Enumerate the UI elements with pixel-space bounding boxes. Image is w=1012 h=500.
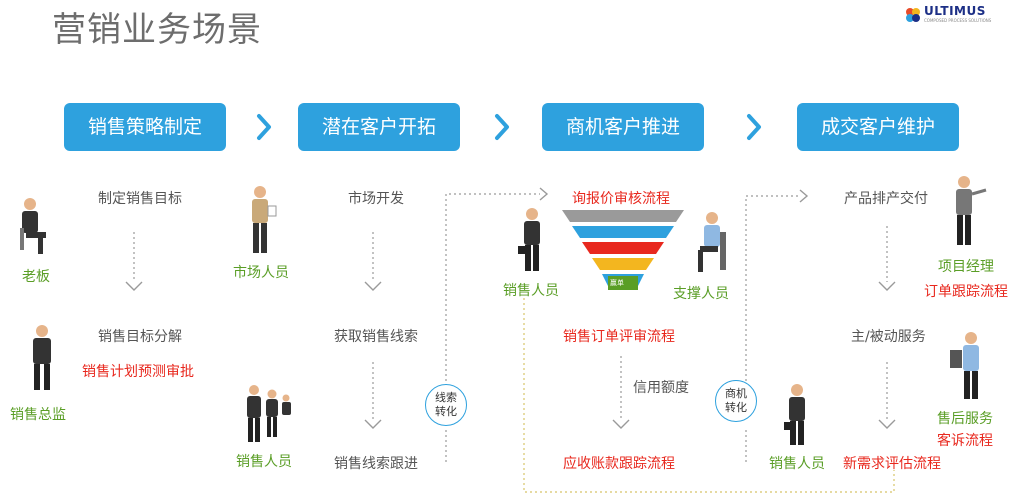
stage-sales-strategy: 销售策略制定 — [64, 103, 226, 151]
step-active-passive-service: 主/被动服务 — [851, 329, 926, 345]
person-boss-icon — [20, 198, 46, 254]
step-set-sales-target: 制定销售目标 — [98, 191, 182, 207]
process-complaint: 客诉流程 — [937, 433, 993, 449]
logo-tagline: COMPOSED PROCESS SOLUTIONS — [924, 18, 992, 23]
step-lead-followup: 销售线索跟进 — [334, 456, 418, 472]
step-production-delivery: 产品排产交付 — [844, 191, 928, 207]
chevron-right-icon — [747, 114, 761, 140]
person-support-icon — [698, 212, 726, 272]
stage-lead-development: 潜在客户开拓 — [298, 103, 460, 151]
process-receivables-tracking: 应收账款跟踪流程 — [563, 456, 675, 472]
page-title: 营销业务场景 — [52, 10, 262, 50]
role-after-sales: 售后服务 — [937, 411, 993, 427]
chevron-right-icon — [257, 114, 271, 140]
person-sales-col3-icon — [518, 208, 540, 271]
role-project-manager: 项目经理 — [938, 259, 994, 275]
step-target-breakdown: 销售目标分解 — [98, 329, 182, 345]
step-credit-limit: 信用额度 — [633, 380, 689, 396]
step-get-leads: 获取销售线索 — [334, 329, 418, 345]
person-project-manager-icon — [956, 176, 987, 245]
process-order-review: 销售订单评审流程 — [563, 329, 675, 345]
process-forecast-approval: 销售计划预测审批 — [82, 364, 194, 380]
person-marketing-icon — [252, 186, 277, 253]
chevron-right-icon — [495, 114, 509, 140]
role-sales-col3: 销售人员 — [503, 283, 559, 299]
role-sales-director: 销售总监 — [10, 407, 66, 423]
person-sales-col4-icon — [784, 384, 805, 445]
step-market-development: 市场开发 — [348, 191, 404, 207]
process-order-tracking: 订单跟踪流程 — [924, 284, 1008, 300]
role-support: 支撑人员 — [673, 286, 729, 302]
role-sales-col4: 销售人员 — [769, 456, 825, 472]
opportunity-conversion-badge: 商机转化 — [715, 380, 757, 422]
funnel-win-label: 赢单 — [610, 279, 624, 287]
person-sales-director-icon — [33, 325, 51, 390]
role-boss: 老板 — [22, 269, 50, 285]
role-marketing: 市场人员 — [233, 265, 289, 281]
logo-mark-icon — [906, 8, 920, 22]
process-quote-review: 询报价审核流程 — [572, 191, 670, 207]
person-sales-group-icon — [247, 385, 291, 442]
stage-opportunity-advance: 商机客户推进 — [542, 103, 704, 151]
sales-funnel — [562, 210, 684, 290]
role-sales-col2: 销售人员 — [236, 454, 292, 470]
lead-conversion-badge: 线索转化 — [425, 384, 467, 426]
process-new-requirement: 新需求评估流程 — [843, 456, 941, 472]
ultimus-logo: ULTIMUS COMPOSED PROCESS SOLUTIONS — [904, 4, 996, 28]
logo-name: ULTIMUS — [924, 4, 986, 18]
person-after-sales-icon — [950, 332, 979, 399]
stage-customer-maintenance: 成交客户维护 — [797, 103, 959, 151]
